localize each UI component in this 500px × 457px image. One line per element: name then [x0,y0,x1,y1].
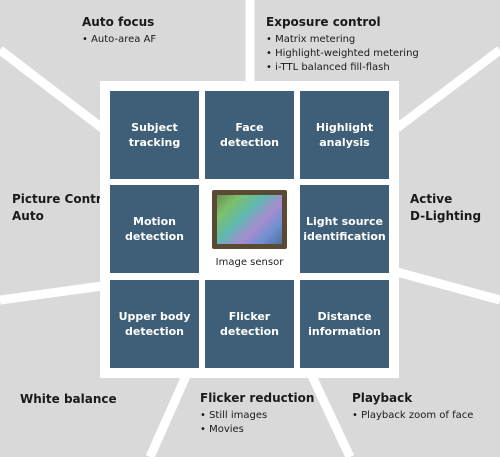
exposure-control-label: Exposure control Matrix metering Highlig… [266,15,419,75]
upper-body-detection-tile: Upper body detection [110,280,199,368]
distance-information-tile: Distance information [300,280,389,368]
distance-information-label: Distance information [308,309,381,339]
playback-bullets: Playback zoom of face [352,409,473,423]
divider-right [395,267,500,305]
picture-control-title-line2: Auto [12,209,44,223]
picture-control-label: Picture Control Auto [12,192,114,223]
exposure-control-bullets: Matrix metering Highlight-weighted meter… [266,33,419,75]
light-source-identification-line1: Light source [306,215,383,228]
image-sensor-chip [212,190,287,249]
upper-body-detection-label: Upper body detection [119,309,191,339]
face-detection-label: Face detection [220,121,279,149]
image-sensor-cell: Image sensor [205,185,294,273]
auto-focus-bullets: Auto-area AF [82,33,156,47]
flicker-reduction-bullet: Still images [200,409,314,423]
divider-left [0,281,103,305]
flicker-reduction-bullet: Movies [200,423,314,437]
auto-focus-bullet: Auto-area AF [82,33,156,47]
white-balance-label: White balance [20,392,117,406]
white-balance-title: White balance [20,392,117,406]
image-sensor-surface [217,195,282,244]
motion-detection-line2: detection [125,230,184,243]
exposure-control-title: Exposure control [266,15,381,29]
flicker-detection-tile: Flicker detection [205,280,294,368]
light-source-identification-line2: identification [303,230,386,243]
active-d-lighting-title-line2: D-Lighting [410,209,482,223]
light-source-identification-label: Light source identification [303,214,385,244]
playback-bullet: Playback zoom of face [352,409,473,423]
subject-tracking-tile: Subject tracking [110,91,199,179]
exposure-control-bullet: Matrix metering [266,33,419,47]
flicker-reduction-bullets: Still images Movies [200,409,314,437]
exposure-control-bullet: Highlight-weighted metering [266,47,419,61]
face-detection-tile: Face detection [205,91,294,179]
flicker-detection-label: Flicker detection [220,310,279,338]
distance-information-line1: Distance [317,310,372,323]
motion-detection-line1: Motion [133,215,176,228]
active-d-lighting-label: Active D-Lighting [410,192,481,223]
highlight-analysis-line2: analysis [319,136,370,149]
upper-body-detection-line1: Upper body [118,310,191,323]
exposure-control-bullet: i-TTL balanced fill-flash [266,61,419,75]
image-sensor-caption: Image sensor [215,257,284,268]
distance-information-line2: information [308,325,381,338]
auto-focus-title: Auto focus [82,15,155,29]
highlight-analysis-tile: Highlight analysis [300,91,389,179]
light-source-identification-tile: Light source identification [300,185,389,273]
detection-grid: Subject tracking Face detection Highligh… [100,81,399,378]
divider-top-left [0,46,105,132]
active-d-lighting-title-line1: Active [410,192,453,206]
divider-bottom-right [307,374,355,457]
divider-bottom-left [145,374,191,457]
picture-control-title-line1: Picture Control [12,192,115,206]
playback-title: Playback [352,391,413,405]
playback-label: Playback Playback zoom of face [352,391,473,423]
flicker-reduction-label: Flicker reduction Still images Movies [200,391,314,437]
motion-detection-label: Motion detection [125,214,184,244]
auto-focus-label: Auto focus Auto-area AF [82,15,156,47]
highlight-analysis-label: Highlight analysis [316,120,373,150]
divider-top-right [394,46,500,132]
highlight-analysis-line1: Highlight [315,121,374,134]
motion-detection-tile: Motion detection [110,185,199,273]
upper-body-detection-line2: detection [125,325,184,338]
flicker-reduction-title: Flicker reduction [200,391,315,405]
subject-tracking-label: Subject tracking [128,121,181,149]
